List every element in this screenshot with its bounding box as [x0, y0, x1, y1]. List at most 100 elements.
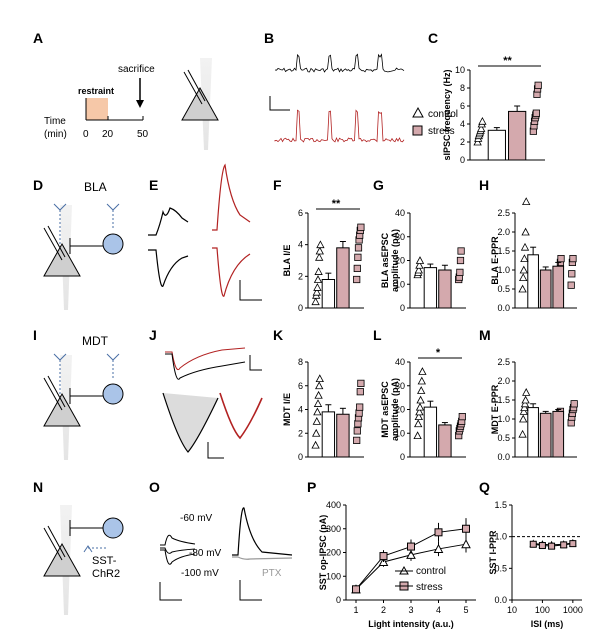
y-tick-label: 1.0	[494, 532, 507, 542]
control-ipsc-trace	[165, 353, 246, 380]
control-bar	[487, 129, 506, 161]
time-20: 20	[102, 129, 114, 140]
stress-bar	[552, 410, 565, 458]
data-point-control	[417, 376, 426, 385]
panel-letter-l: L	[373, 327, 382, 343]
data-point-stress	[456, 256, 465, 265]
data-point-stress	[354, 244, 363, 252]
data-point-stress	[456, 268, 464, 276]
y-tick-label: 0.5	[494, 563, 507, 573]
trace-panel-e	[148, 163, 262, 301]
circuit-schematic-i: MDT	[43, 334, 124, 460]
data-point-control	[519, 414, 528, 423]
ptx-label: PTX	[262, 568, 282, 579]
y-tick-label: 6	[460, 101, 465, 111]
voltage-label-60: -60 mV	[180, 513, 213, 524]
data-point-control	[416, 395, 425, 404]
y-axis-label: BLA I/E	[282, 245, 292, 277]
data-point-stress	[458, 413, 466, 421]
data-point-stress	[569, 540, 577, 548]
bla-label: BLA	[84, 180, 107, 194]
panel-letter-b: B	[264, 30, 274, 46]
data-point-stress	[353, 264, 361, 273]
data-point-control	[477, 124, 486, 132]
data-point-stress	[567, 281, 575, 289]
y-axis-label: SST op-IPSC (pA)	[318, 515, 328, 591]
legend-control-label: control	[416, 566, 446, 577]
y-axis-label: BLA E-PPR	[490, 236, 500, 285]
x-tick-label: 100	[535, 605, 550, 615]
data-point-control	[518, 284, 527, 293]
interneuron-icon	[102, 233, 124, 255]
y-tick-label: 4	[460, 119, 465, 129]
panel-letter-q: Q	[479, 479, 490, 495]
y-tick-label: 0	[460, 155, 465, 165]
panel-letter-m: M	[479, 327, 491, 343]
y-tick-label: 20	[395, 405, 405, 415]
data-point-control	[313, 399, 323, 407]
y-tick-label: 8	[298, 357, 303, 367]
data-point-stress	[357, 379, 365, 387]
data-point-control	[313, 275, 323, 283]
y-tick-label: 2	[298, 271, 303, 281]
y-tick-label: 1.5	[494, 500, 507, 510]
y-tick-label: 6	[298, 208, 303, 218]
scale-bar	[269, 96, 290, 111]
x-tick-label: 1	[353, 605, 358, 615]
data-point-control	[520, 242, 530, 251]
data-point-control	[316, 240, 325, 249]
panel-letter-d: D	[33, 177, 43, 193]
data-point-control	[522, 197, 531, 205]
data-point-control	[415, 260, 424, 269]
stress-bar	[438, 269, 452, 309]
legend-control-label: control	[428, 109, 458, 120]
data-point-control	[315, 246, 324, 255]
stress-trace	[274, 109, 405, 143]
significance-stars: **	[332, 198, 341, 210]
stress-bar	[539, 412, 552, 458]
y-tick-label: 4	[298, 240, 303, 250]
panel-letter-a: A	[33, 30, 43, 46]
data-point-control	[433, 543, 444, 553]
trace-80mv	[160, 547, 196, 554]
data-point-stress	[532, 109, 540, 117]
data-point-control	[418, 367, 427, 375]
y-tick-label: 1.5	[497, 395, 510, 405]
data-point-stress	[557, 254, 565, 263]
y-tick-label: 8	[460, 83, 465, 93]
data-point-control	[414, 265, 423, 274]
ptx-trace	[232, 556, 293, 560]
x-tick-label: 2	[381, 605, 386, 615]
data-point-control	[522, 388, 531, 396]
y-tick-label: 30	[395, 381, 405, 391]
restraint-period	[86, 98, 108, 120]
voltage-label-100: -100 mV	[181, 568, 219, 579]
legend-stress-label: stress	[428, 126, 455, 137]
data-point-stress	[355, 409, 363, 417]
y-tick-label: 2.0	[497, 227, 510, 237]
sacrifice-label: sacrifice	[118, 64, 155, 75]
ipsc-trace	[232, 507, 293, 556]
restraint-timeline: restraint sacrifice Time (min) 0 20 50	[44, 64, 155, 140]
data-point-control	[311, 440, 320, 449]
data-point-stress	[379, 552, 388, 561]
time-0: 0	[83, 129, 89, 140]
data-point-control	[312, 417, 321, 425]
control-bar	[527, 254, 539, 309]
legend-c: control stress	[412, 106, 458, 137]
data-point-control	[315, 374, 324, 383]
y-tick-label: 2	[298, 428, 303, 438]
y-tick-label: 6	[298, 381, 303, 391]
data-point-control	[521, 395, 530, 404]
y-tick-label: 0.0	[497, 303, 510, 313]
control-ipsc-trace	[148, 249, 189, 287]
y-tick-label: 0.5	[497, 284, 510, 294]
data-point-control	[314, 267, 323, 275]
data-point-stress	[570, 400, 578, 408]
panel-letter-o: O	[149, 479, 160, 495]
legend-p: control stress	[395, 565, 446, 593]
data-point-stress	[457, 247, 465, 255]
